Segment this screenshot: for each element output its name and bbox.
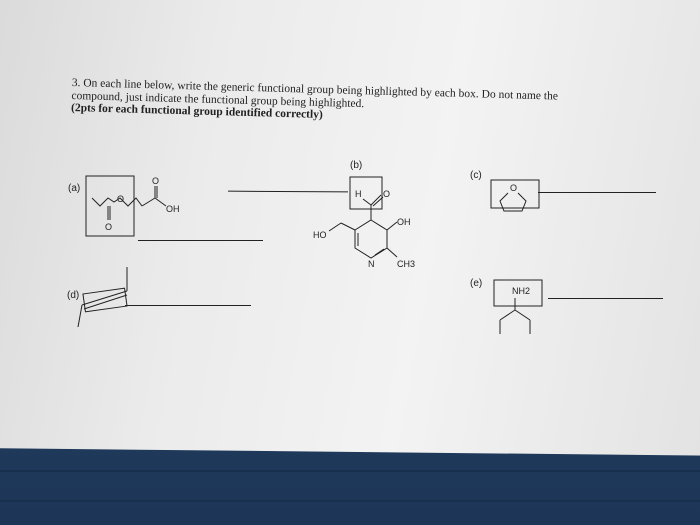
atom-label: H [355, 189, 362, 199]
highlight-box-e [493, 279, 543, 307]
molecule-e: NH2 [493, 279, 543, 334]
answer-line-d[interactable] [125, 305, 251, 306]
pyridine-ring [354, 219, 388, 259]
desk-plank-seam [0, 470, 700, 472]
molecule-c: O [490, 179, 540, 212]
highlight-box-c [490, 179, 540, 209]
answer-line-c[interactable] [538, 192, 656, 193]
atom-label: CH3 [397, 259, 415, 269]
carbon-chain-a [91, 197, 143, 207]
label-e: (e) [470, 278, 483, 289]
atom-label: N [368, 259, 375, 269]
answer-line-a[interactable] [138, 240, 263, 241]
molecule-d [77, 267, 128, 328]
atom-label: O [117, 194, 124, 204]
label-c: (c) [470, 170, 482, 181]
label-b: (b) [350, 160, 363, 171]
atom-label: O [383, 189, 390, 199]
desk-plank-seam [0, 500, 700, 502]
atom-label: O [105, 222, 112, 232]
molecule-a: O O OH O [85, 175, 180, 237]
atom-label: NH2 [512, 286, 530, 296]
question-number: 3. [71, 77, 81, 90]
label-d: (d) [67, 290, 80, 301]
atom-label: OH [397, 217, 411, 227]
highlight-box-b [349, 176, 383, 210]
atom-label: O [152, 176, 159, 186]
answer-line-e[interactable] [548, 298, 663, 299]
atom-label: OH [166, 204, 180, 214]
atom-label: HO [313, 230, 327, 240]
ether-ring [499, 192, 527, 212]
highlight-box-a [85, 175, 135, 237]
molecule-b: H O OH HO N CH3 [313, 176, 415, 269]
label-a: (a) [68, 183, 81, 194]
atom-label: O [510, 183, 517, 193]
highlight-box-d [82, 287, 128, 313]
